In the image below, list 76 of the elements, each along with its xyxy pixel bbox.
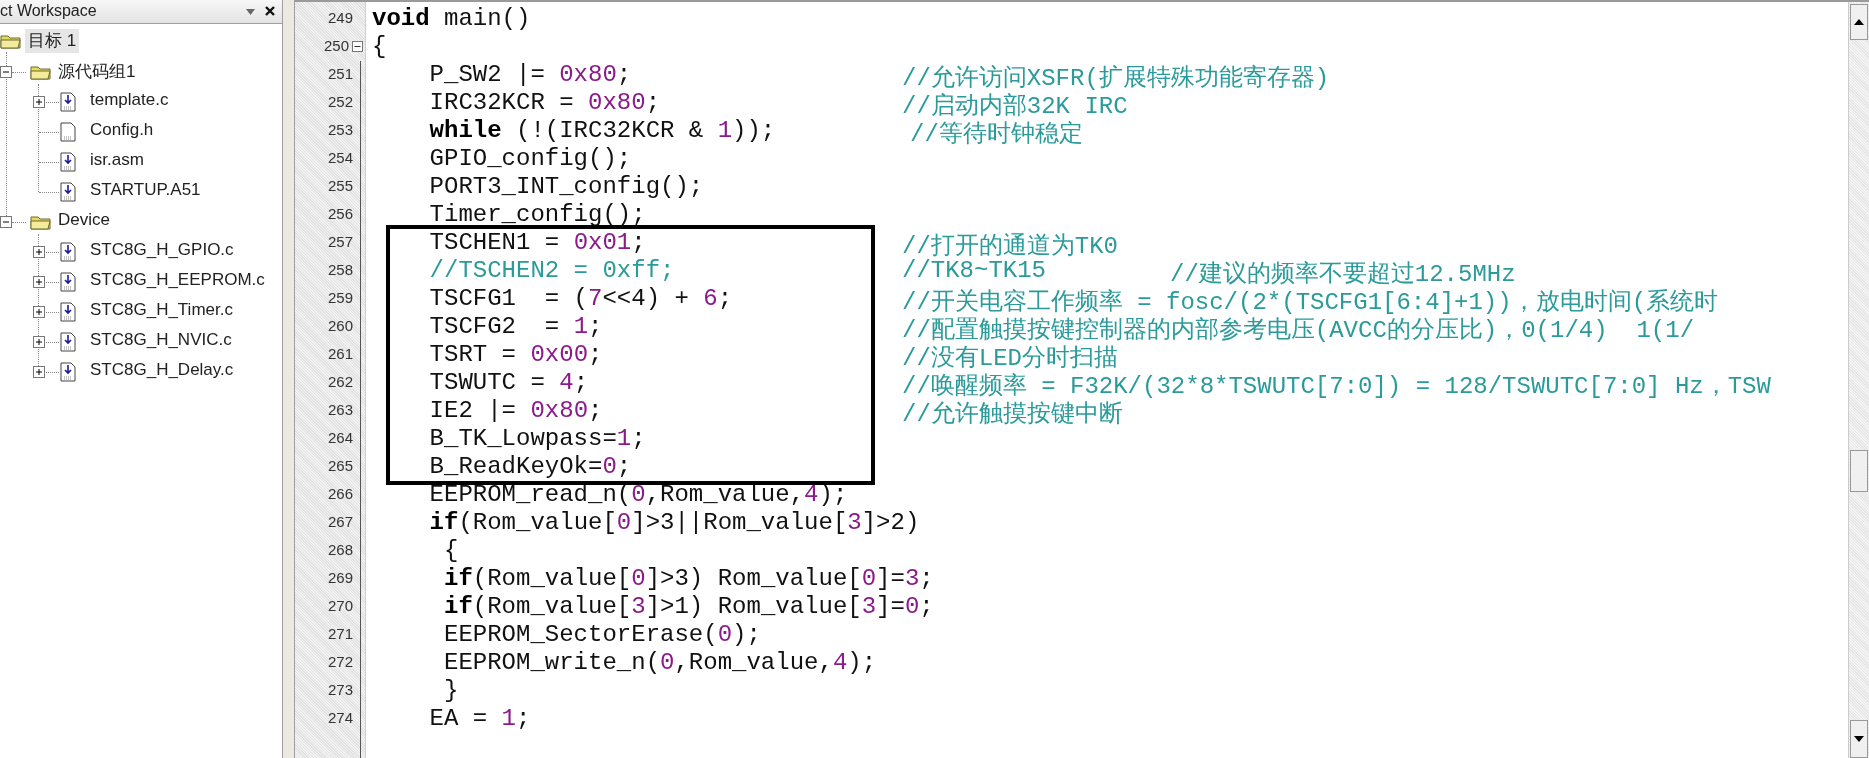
code-line: {	[372, 33, 387, 61]
code-comment: //建议的频率不要超过12.5MHz	[1170, 260, 1516, 285]
code-comment: //允许访问XSFR(扩展特殊功能寄存器)	[902, 63, 1330, 89]
code-line: if(Rom_value[0]>3) Rom_value[0]=3;	[444, 565, 934, 593]
line-number: 256	[326, 205, 353, 224]
code-comment: //配置触摸按键控制器的内部参考电压(AVCC的分压比)，0(1/4) 1(1/	[902, 316, 1695, 341]
line-number: 261	[326, 345, 353, 364]
code-comment: //没有LED分时扫描	[902, 344, 1118, 369]
line-number: 266	[326, 485, 353, 504]
line-number: 268	[326, 541, 353, 560]
line-number: 269	[326, 569, 353, 588]
code-line: if(Rom_value[0]>3||Rom_value[3]>2)	[429, 509, 920, 537]
line-number: 258	[326, 261, 353, 280]
code-line: B_ReadKeyOk=0;	[429, 453, 632, 481]
line-number: 250	[322, 37, 349, 56]
code-comment: //打开的通道为TK0	[902, 232, 1118, 257]
file-name: Config.h	[89, 120, 155, 141]
code-line: if(Rom_value[3]>1) Rom_value[3]=0;	[444, 593, 934, 621]
code-line: PORT3_INT_config();	[429, 173, 704, 201]
line-number: 253	[326, 121, 353, 140]
file-name: isr.asm	[89, 150, 145, 171]
file-name: STC8G_H_Delay.c	[89, 360, 235, 381]
code-line: EEPROM_write_n(0,Rom_value,4);	[444, 649, 877, 677]
code-line: IRC32KCR = 0x80;	[429, 89, 661, 117]
file-name: STC8G_H_GPIO.c	[89, 240, 235, 261]
line-number: 273	[326, 681, 353, 700]
code-line: while (!(IRC32KCR & 1));	[429, 117, 776, 145]
code-comment: //等待时钟稳定	[910, 120, 1083, 145]
code-line: TSWUTC = 4;	[429, 369, 589, 397]
code-line: TSCFG2 = 1;	[429, 313, 603, 341]
file-name: STC8G_H_NVIC.c	[89, 330, 233, 351]
file-name: STARTUP.A51	[89, 180, 202, 201]
line-number: 252	[326, 93, 353, 112]
line-number: 251	[326, 65, 353, 84]
line-number: 257	[326, 233, 353, 252]
code-comment: //开关电容工作频率 = fosc/(2*(TSCFG1[6:4]+1))，放电时间(系统时	[902, 288, 1719, 313]
line-number: 260	[326, 317, 353, 336]
code-comment: //TSCHEN2 = 0xff;	[429, 257, 675, 285]
code-line: EEPROM_SectorErase(0);	[444, 621, 761, 649]
highlight-box	[386, 225, 875, 485]
code-line: GPIO_config();	[429, 145, 632, 173]
line-number: 271	[326, 625, 353, 644]
line-number: 270	[326, 597, 353, 616]
line-number: 255	[326, 177, 353, 196]
code-line: }	[444, 677, 459, 705]
code-line: Timer_config();	[429, 201, 646, 229]
file-name: STC8G_H_Timer.c	[89, 300, 234, 321]
code-line: TSCFG1 = (7<<4) + 6;	[429, 285, 733, 313]
code-comment: //允许触摸按键中断	[902, 400, 1123, 425]
folder-name: 目标 1	[25, 29, 80, 53]
line-number: 267	[326, 513, 353, 532]
code-comment: //TK8~TK15	[902, 257, 1047, 285]
line-number: 272	[326, 653, 353, 672]
code-line: IE2 |= 0x80;	[429, 397, 603, 425]
code-line: EA = 1;	[429, 705, 531, 733]
line-number: 265	[326, 457, 353, 476]
line-number: 274	[326, 709, 353, 728]
code-line: TSCHEN1 = 0x01;	[429, 229, 646, 257]
folder-name: Device	[57, 210, 111, 231]
line-number: 262	[326, 373, 353, 392]
line-number: 264	[326, 429, 353, 448]
code-line: B_TK_Lowpass=1;	[429, 425, 646, 453]
panel-title: ct Workspace	[0, 2, 97, 20]
folder-name: 源代码组1	[57, 61, 137, 83]
code-line: P_SW2 |= 0x80;	[429, 61, 632, 89]
code-comment: //启动内部32K IRC	[902, 92, 1128, 117]
line-number: 263	[326, 401, 353, 420]
file-name: template.c	[89, 90, 170, 111]
code-line: {	[444, 537, 459, 565]
line-number: 254	[326, 149, 353, 168]
code-comment: //唤醒频率 = F32K/(32*8*TSWUTC[7:0]) = 128/TSWUTC[7:0] Hz，TSW	[902, 372, 1771, 397]
code-line: void main()	[372, 5, 531, 33]
line-number: 249	[326, 9, 353, 28]
code-line: TSRT = 0x00;	[429, 341, 603, 369]
line-number: 259	[326, 289, 353, 308]
file-name: STC8G_H_EEPROM.c	[89, 270, 266, 291]
